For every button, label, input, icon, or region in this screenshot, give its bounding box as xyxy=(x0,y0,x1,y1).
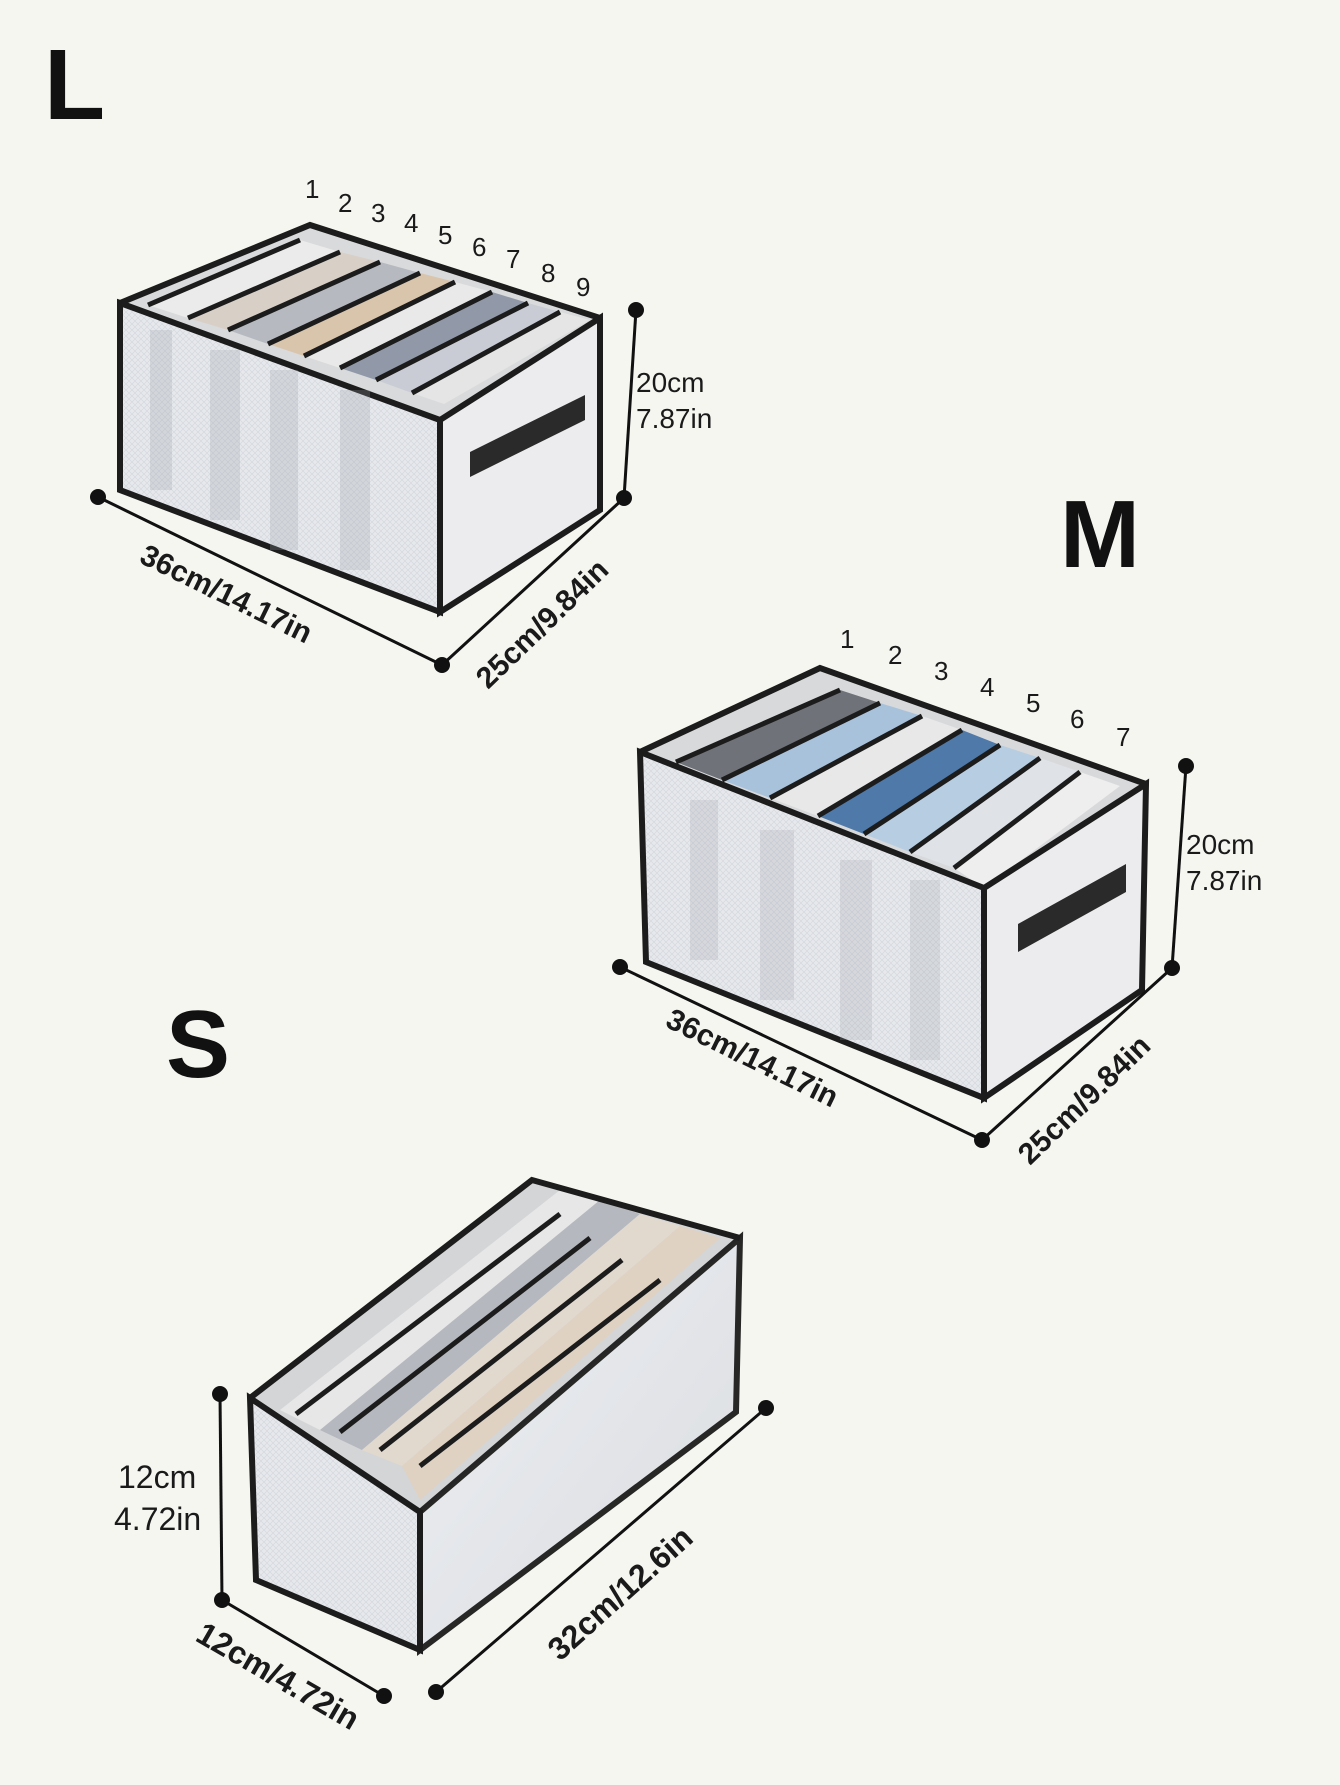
medium-front-shadows xyxy=(690,800,940,1060)
large-compartment-numbers: 1 2 3 4 5 6 7 8 9 xyxy=(305,174,590,302)
size-label-small: S xyxy=(166,991,231,1098)
medium-handle xyxy=(1018,864,1126,952)
medium-height-cm: 20cm xyxy=(1186,829,1254,860)
organizer-large xyxy=(117,221,603,618)
organizer-small xyxy=(246,1176,744,1657)
medium-number: 2 xyxy=(888,640,902,670)
large-number: 7 xyxy=(506,244,520,274)
medium-number: 7 xyxy=(1116,722,1130,752)
large-clothes xyxy=(148,240,590,404)
medium-number: 3 xyxy=(934,656,948,686)
large-number: 8 xyxy=(541,258,555,288)
large-number: 1 xyxy=(305,174,319,204)
small-side-face xyxy=(417,1231,744,1657)
medium-number: 6 xyxy=(1070,704,1084,734)
medium-number: 4 xyxy=(980,672,994,702)
medium-side-face xyxy=(981,778,1150,1104)
large-number: 2 xyxy=(338,188,352,218)
large-height-cm: 20cm xyxy=(636,367,704,398)
large-front-shadows xyxy=(150,330,370,570)
large-number: 3 xyxy=(371,198,385,228)
size-label-medium: M xyxy=(1060,481,1140,588)
medium-dividers xyxy=(674,687,1082,870)
small-height-cm: 12cm xyxy=(118,1459,196,1495)
large-dividers xyxy=(147,237,562,396)
large-number: 5 xyxy=(438,220,452,250)
large-side-face xyxy=(437,312,603,618)
size-label-large: L xyxy=(44,29,106,141)
medium-number: 5 xyxy=(1026,688,1040,718)
large-number: 9 xyxy=(576,272,590,302)
large-number: 6 xyxy=(472,232,486,262)
medium-number: 1 xyxy=(840,624,854,654)
large-number: 4 xyxy=(404,208,418,238)
medium-height-in: 7.87in xyxy=(1186,865,1262,896)
large-handle xyxy=(470,395,585,477)
large-height-in: 7.87in xyxy=(636,403,712,434)
organizer-medium xyxy=(636,664,1150,1104)
medium-clothes xyxy=(676,690,1120,888)
medium-compartment-numbers: 1 2 3 4 5 6 7 xyxy=(840,624,1130,752)
small-height-in: 4.72in xyxy=(114,1501,201,1537)
small-dividers xyxy=(294,1212,662,1468)
